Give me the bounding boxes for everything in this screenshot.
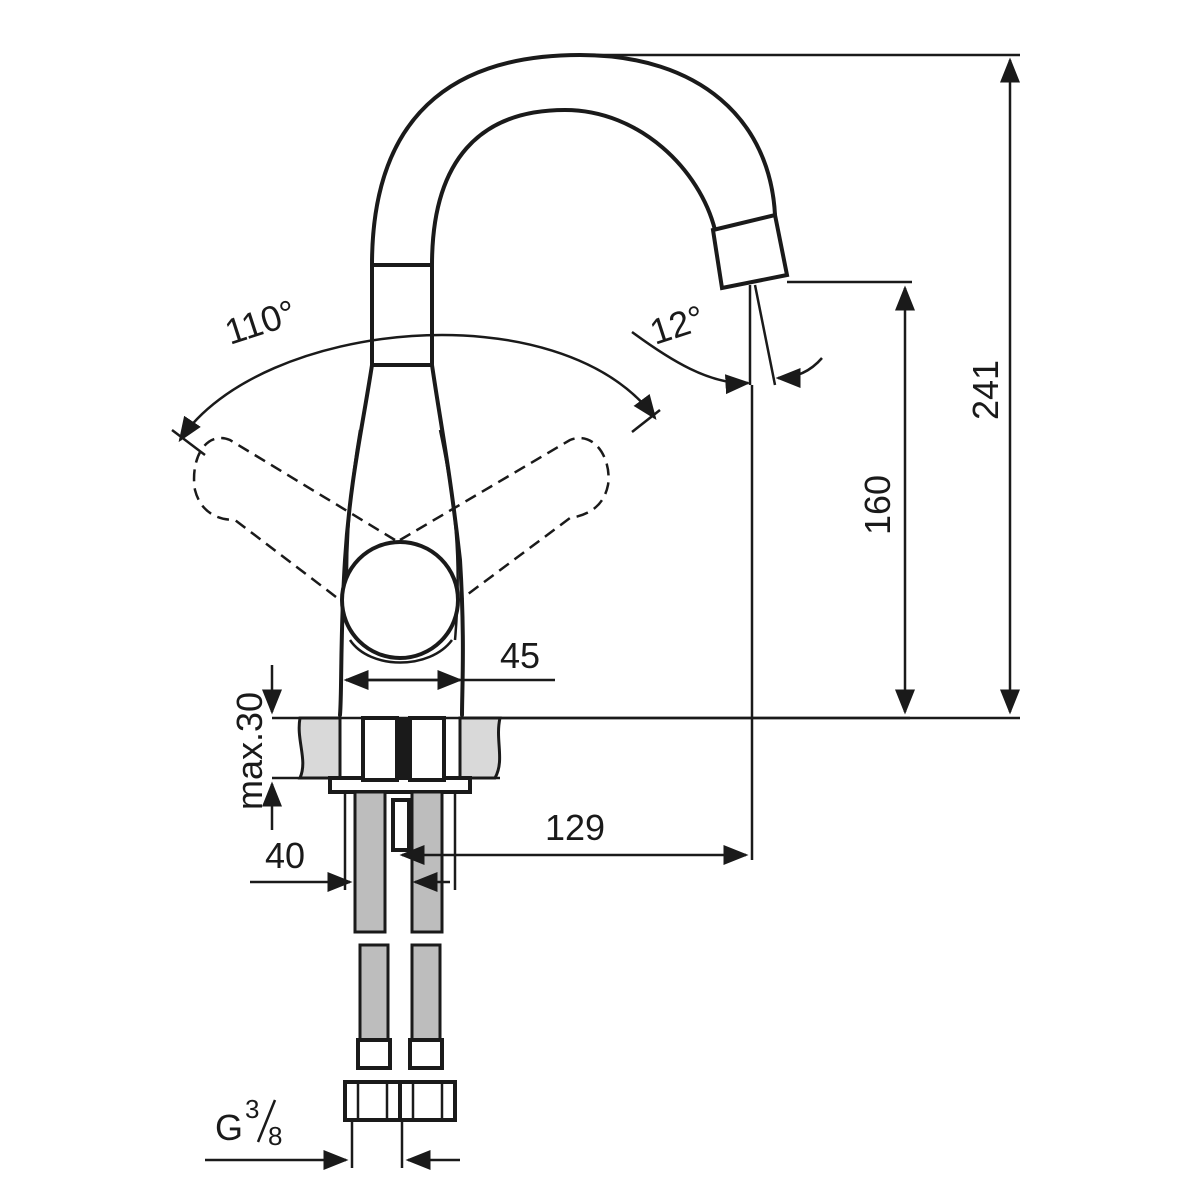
thread-g-label: G [215, 1107, 243, 1148]
faucet-body [338, 53, 790, 717]
base-diameter-label: 45 [500, 635, 540, 676]
total-height-label: 241 [965, 360, 1006, 420]
supply-hoses [343, 790, 457, 1122]
total-height-dimension: 241 [500, 53, 1020, 720]
spout-angle-dimension: 12° [631, 284, 823, 395]
thread-denominator: 8 [268, 1121, 282, 1151]
spout-height-dimension: 160 [787, 280, 915, 715]
max-thickness-label: max.30 [229, 692, 270, 810]
thickness-dimension: max.30 [229, 665, 282, 830]
thread-numerator: 3 [245, 1094, 259, 1124]
angle-lever-label: 110° [220, 291, 301, 352]
angle-spout-label: 12° [645, 297, 709, 353]
thread-dimension: G 3 8 [205, 1094, 460, 1170]
shank-length-label: 40 [265, 835, 305, 876]
reach-dimension: 129 [399, 385, 754, 865]
spout-reach-label: 129 [545, 807, 605, 848]
shank-dimension: 40 [250, 792, 457, 892]
spout-height-label: 160 [857, 475, 898, 535]
base-dimension: 45 [343, 635, 555, 690]
countertop [272, 716, 910, 852]
